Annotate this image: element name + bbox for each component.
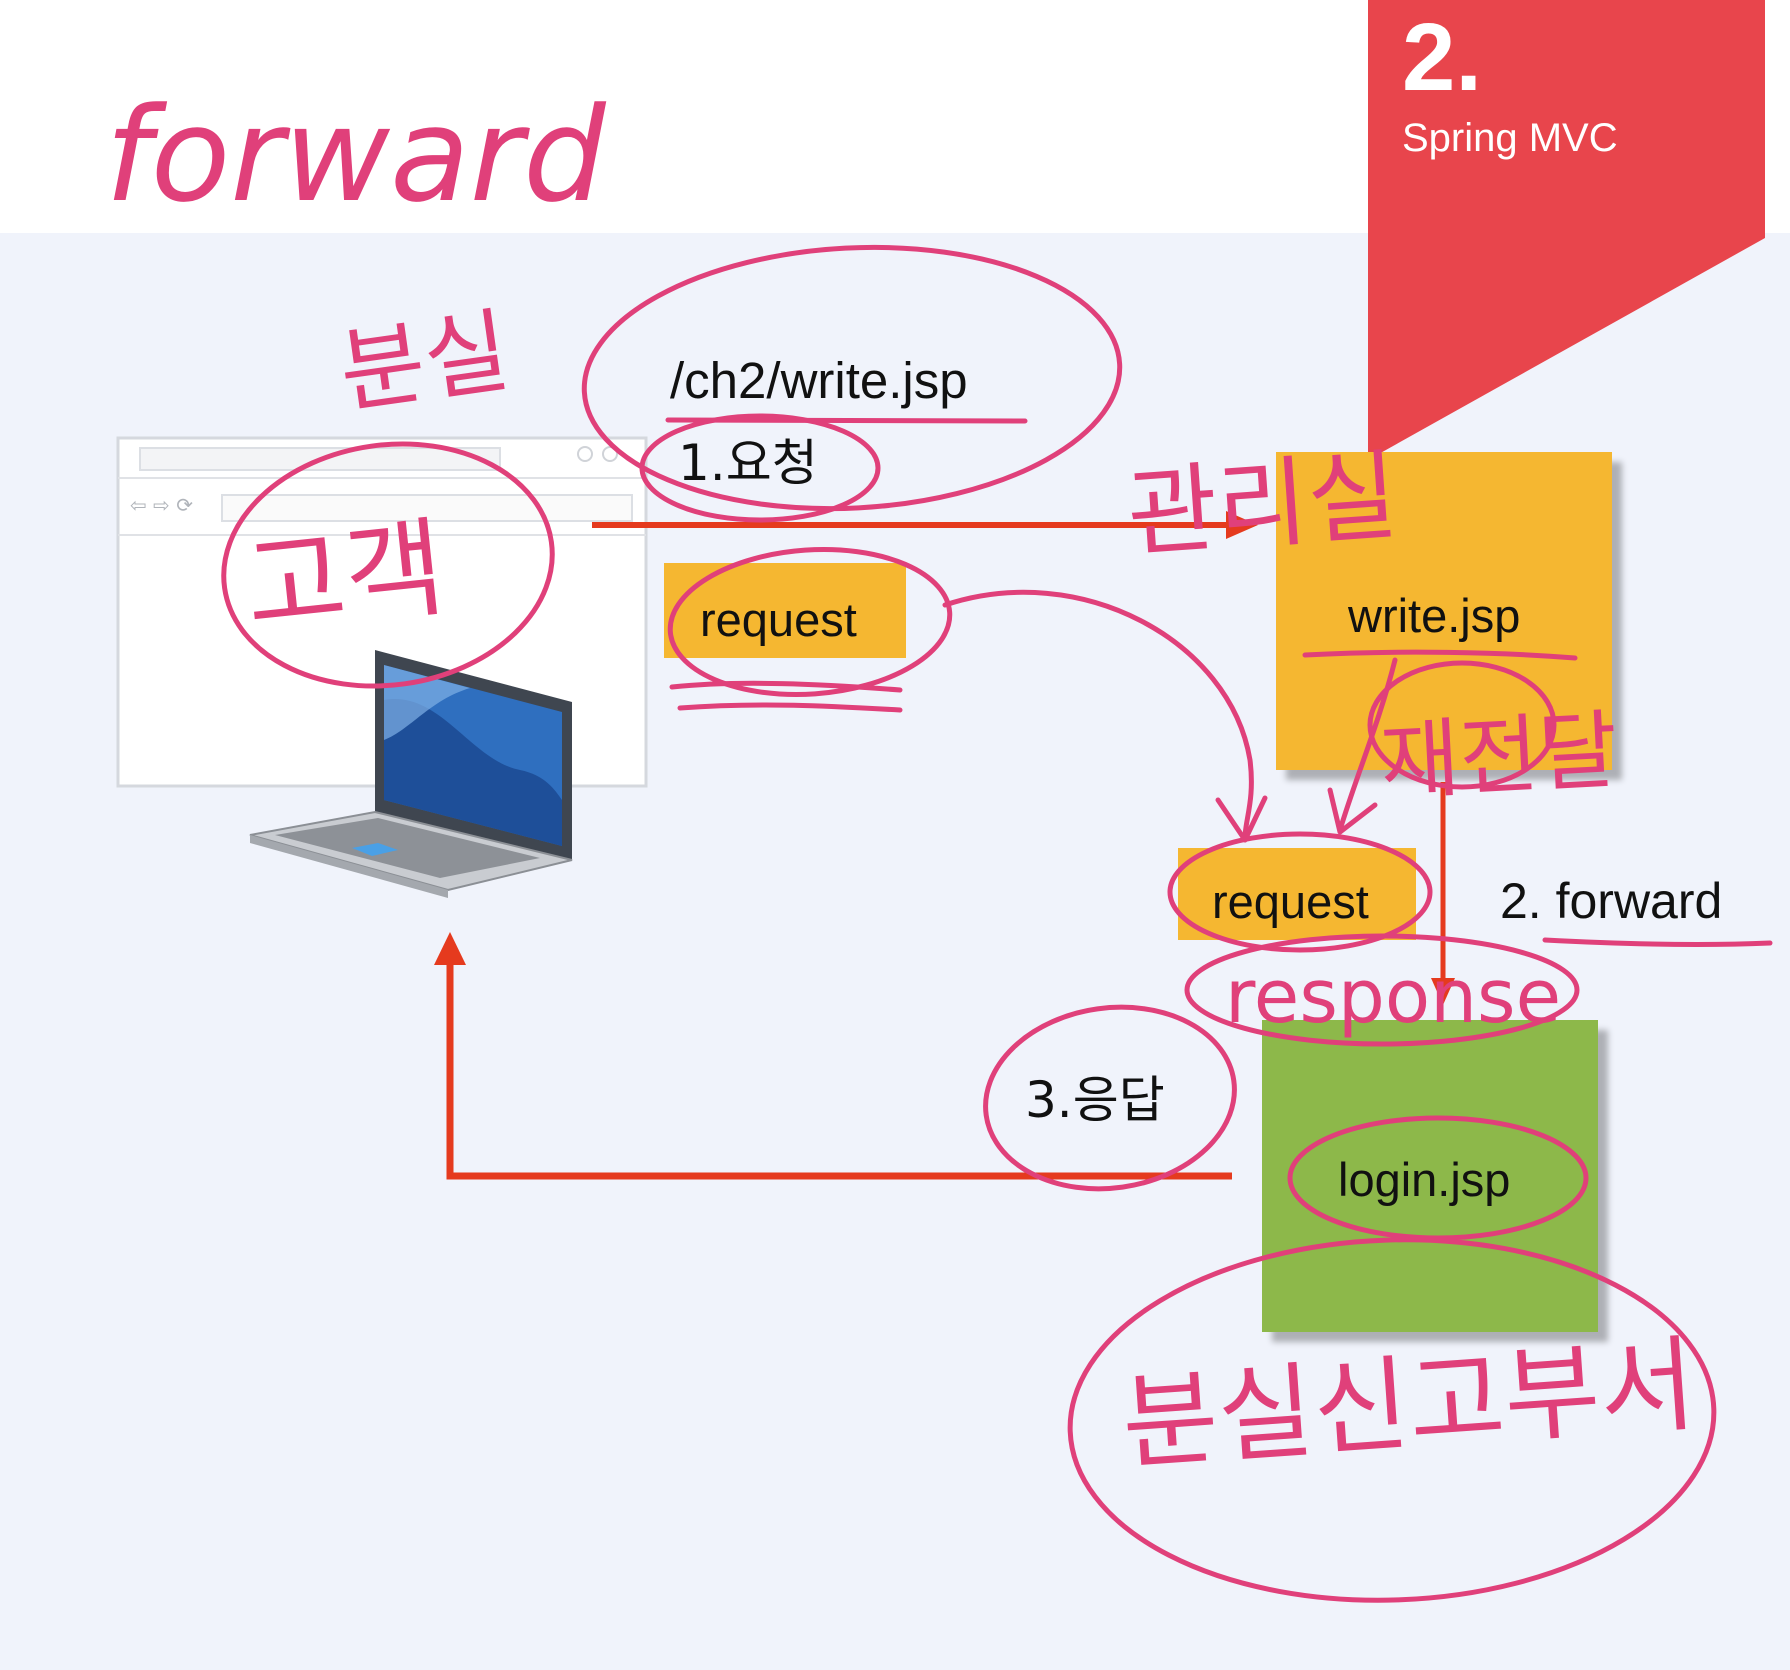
handwritten-relay: 재전달 [1378,701,1620,813]
request-underline [669,680,903,693]
request-mid-circle [1167,831,1433,953]
request-box-mid [1178,848,1416,940]
request-underline-2 [677,702,903,713]
request-pass-arrow [942,589,1254,841]
banner-shape [1368,0,1765,460]
laptop-touchpad [352,843,398,856]
write-jsp-box [1276,452,1612,770]
banner-number: 2. [1402,4,1483,111]
request-top-circle [667,547,953,697]
window-control-icon [602,446,618,462]
handwritten-forward: forward [105,79,607,231]
forward-underline [1542,937,1773,947]
url-underline [665,417,1028,424]
address-bar [221,494,633,522]
relay-arrow-head [1327,787,1378,835]
url-circle [581,244,1123,512]
response-circle [1184,933,1580,1047]
banner-subtitle: Spring MVC [1402,116,1618,160]
write-jsp-label: write.jsp [1348,589,1521,642]
laptop-screen-wave [384,699,562,846]
lost-report-circle [1067,1237,1717,1603]
section-banner [1368,0,1765,460]
response-arrow [446,960,1232,1180]
url-label: /ch2/write.jsp [670,352,968,409]
login-jsp-label: login.jsp [1338,1153,1511,1206]
step2-label: 2. forward [1500,873,1723,929]
forward-arrow-head [1431,978,1455,1005]
relay-arrow [1337,657,1398,833]
handwritten-lost-report: 분실신고부서 [1118,1323,1699,1485]
response-arrow-head [434,932,466,965]
write-underline [1302,649,1578,661]
laptop-keyboard [275,818,540,878]
relay-circle [1367,660,1557,790]
request-label-mid: request [1212,875,1369,928]
window-control-icon [577,446,593,462]
login-circle [1287,1115,1589,1241]
request-pass-arrow-head [1215,795,1268,843]
handwritten-response: response [1225,954,1561,1040]
request-arrow-head [1226,511,1258,539]
step3-circle [983,1004,1237,1192]
back-forward-icon: ⇦ ⇨ ⟳ [130,493,193,517]
customer-circle [221,441,555,689]
step1-circle [639,413,881,523]
handwritten-lost: 분실 [333,297,516,427]
step1-label: 1.요청 [678,434,818,492]
handwritten-admin: 관리실 [1124,439,1402,572]
step3-label: 3.응답 [1025,1071,1165,1129]
handwritten-customer: 고객 [240,506,451,651]
login-jsp-box [1262,1020,1598,1332]
request-label-top: request [700,593,857,646]
laptop-front-edge [250,835,448,898]
